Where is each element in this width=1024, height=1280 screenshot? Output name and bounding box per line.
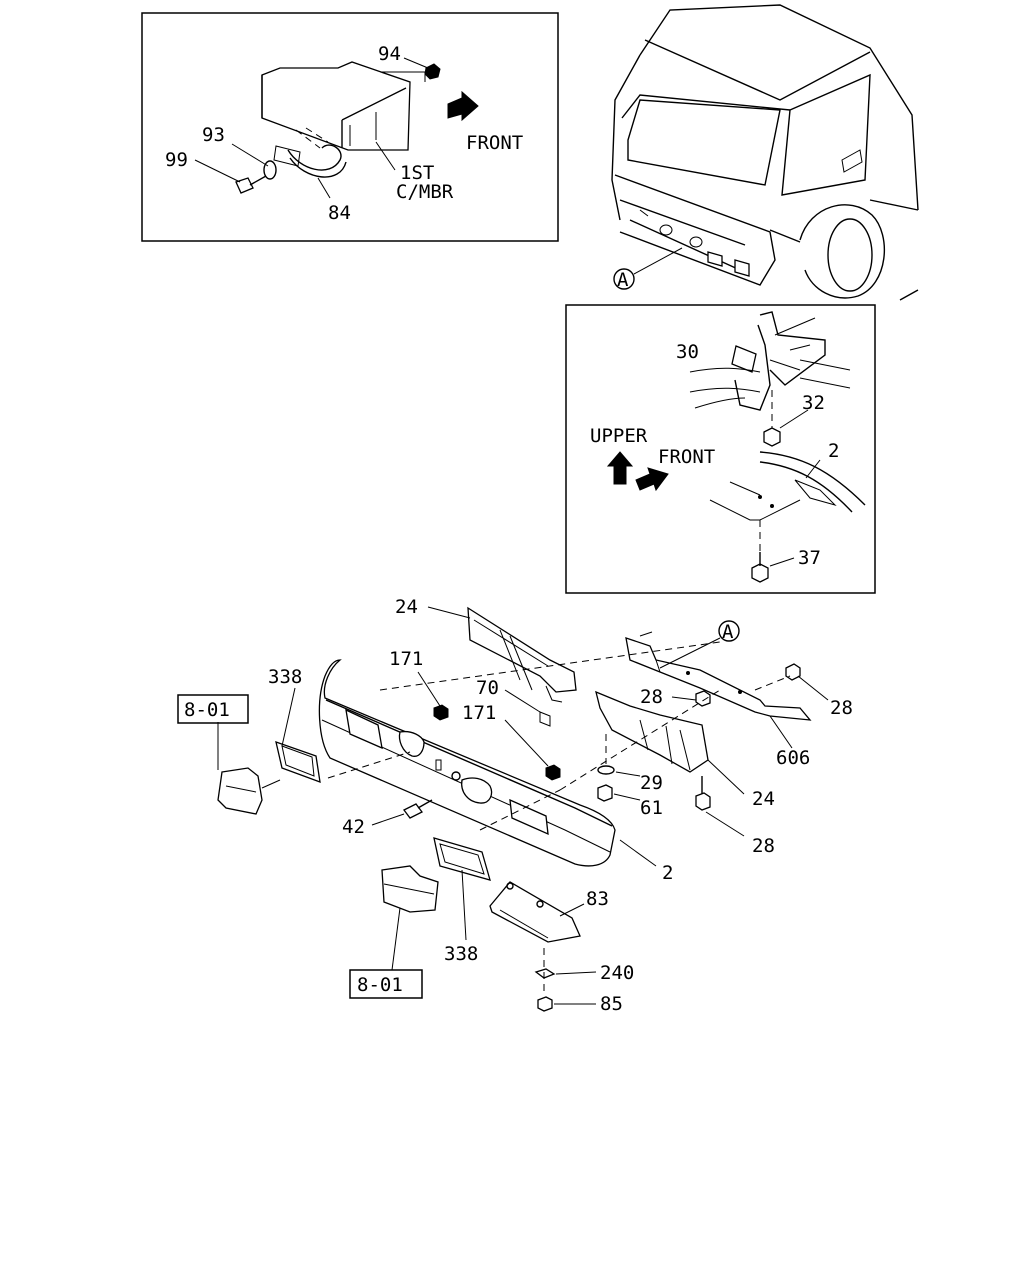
- ref-box-1: [177, 694, 249, 724]
- marker-a-circle-1: [613, 268, 635, 290]
- ref-label-1: 8-01: [184, 699, 230, 721]
- callout-94: 94: [378, 43, 401, 65]
- truck-cab-illustration: A: [611, 4, 919, 301]
- callout-24-upper: 24: [395, 596, 418, 618]
- callout-83: 83: [586, 888, 609, 910]
- callout-28-a: 28: [640, 686, 663, 708]
- callout-171-a: 171: [389, 648, 423, 670]
- callout-99: 99: [165, 149, 188, 171]
- detail-frame-top-left: [141, 12, 559, 242]
- marker-a-circle-2: [718, 620, 740, 642]
- upper-arrow-icon: [606, 451, 634, 485]
- callout-171-b: 171: [462, 702, 496, 724]
- label-upper: UPPER: [590, 425, 648, 447]
- callout-30: 30: [676, 341, 699, 363]
- callout-338-left: 338: [268, 666, 302, 688]
- callout-93: 93: [202, 124, 225, 146]
- ref-label-2: 8-01: [357, 974, 403, 996]
- front-arrow-icon-2: [635, 467, 669, 492]
- callout-28-b: 28: [830, 697, 853, 719]
- callout-37: 37: [798, 547, 821, 569]
- callout-240: 240: [600, 962, 634, 984]
- callout-32: 32: [802, 392, 825, 414]
- label-front-2: FRONT: [658, 446, 715, 468]
- callout-338-lower: 338: [444, 943, 478, 965]
- label-front-1: FRONT: [466, 132, 523, 154]
- callout-2-detail: 2: [828, 440, 839, 462]
- callout-2-main: 2: [662, 862, 673, 884]
- ref-box-2: [349, 969, 423, 999]
- label-cmbr: C/MBR: [396, 181, 454, 203]
- callout-24-lower: 24: [752, 788, 775, 810]
- callout-61: 61: [640, 797, 663, 819]
- callout-70: 70: [476, 677, 499, 699]
- detail-bracket-box: 30 32 2 37 UPPER FRONT: [565, 304, 876, 594]
- callout-606: 606: [776, 747, 810, 769]
- callout-29: 29: [640, 772, 663, 794]
- label-1st: 1ST: [400, 162, 434, 184]
- detail-tow-hook-box: 94 93 99 84 FRONT 1ST C/MBR: [141, 12, 559, 242]
- callout-85: 85: [600, 993, 623, 1015]
- detail-frame-right: [565, 304, 876, 594]
- bumper-exploded-view: A 24 338 171 70 171 28: [177, 596, 853, 1015]
- marker-a-2: A: [722, 621, 734, 643]
- callout-28-c: 28: [752, 835, 775, 857]
- callout-84: 84: [328, 202, 351, 224]
- callout-42: 42: [342, 816, 365, 838]
- front-arrow-icon: [447, 90, 479, 122]
- marker-a-1: A: [617, 269, 629, 291]
